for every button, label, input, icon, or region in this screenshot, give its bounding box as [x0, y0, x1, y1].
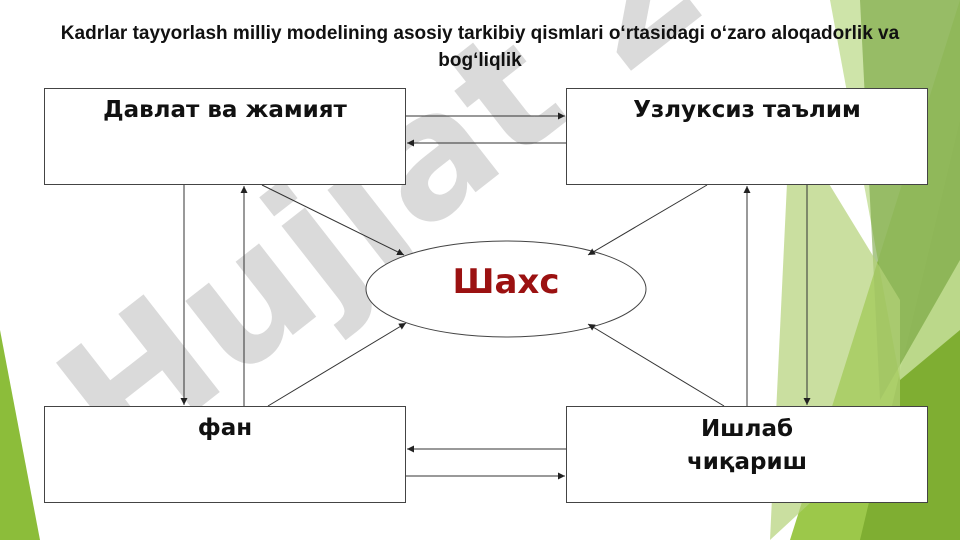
node-ishlab: Ишлаб чиқариш [566, 406, 928, 503]
node-uzluksiz-label: Узлуксиз таълим [633, 97, 861, 123]
node-ishlab-label-line2: чиқариш [686, 449, 808, 475]
green-shape-left [0, 330, 40, 540]
arrow-fan-to-center [267, 322, 407, 407]
node-fan-label: фан [197, 415, 253, 441]
node-uzluksiz: Узлуксиз таълим [566, 88, 928, 185]
node-fan: фан [44, 406, 406, 503]
arrow-uzluksiz-to-center [587, 184, 708, 256]
center-ellipse [365, 240, 647, 338]
center-node-label: Шахс [452, 262, 560, 302]
arrow-ishlab-to-center [587, 323, 725, 407]
node-ishlab-label-line1: Ишлаб [700, 416, 794, 442]
arrow-davlat-to-center [261, 184, 405, 256]
node-davlat-label: Давлат ва жамият [103, 97, 347, 123]
page-title: Kadrlar tayyorlash milliy modelining aso… [60, 23, 900, 71]
node-davlat: Давлат ва жамият [44, 88, 406, 185]
